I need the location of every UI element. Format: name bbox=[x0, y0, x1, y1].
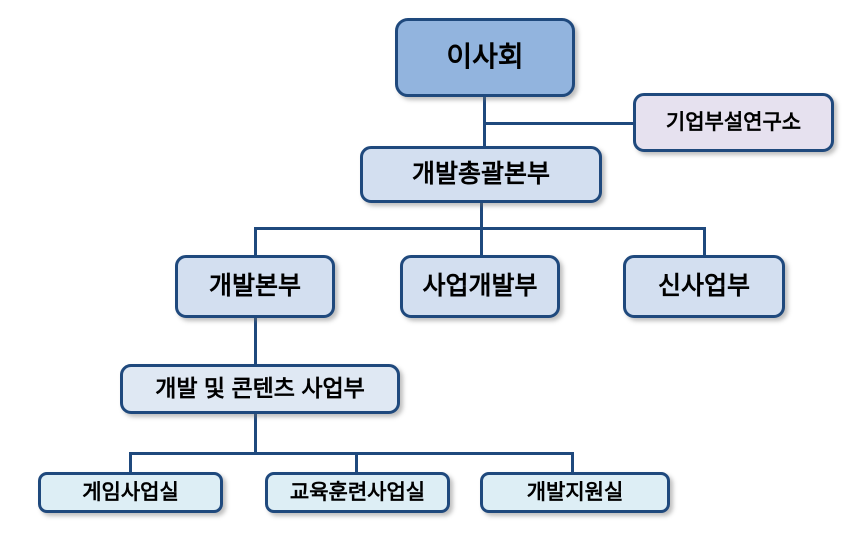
node-business-dev-dept: 사업개발부 bbox=[400, 255, 560, 318]
connector-drop-newbiz bbox=[703, 227, 706, 255]
connector-drop-edu bbox=[355, 452, 358, 472]
node-dev-support-office: 개발지원실 bbox=[480, 472, 670, 513]
connector-drop-devhq bbox=[254, 227, 257, 255]
node-game-business-office: 게임사업실 bbox=[38, 472, 223, 513]
node-dev-content-division: 개발 및 콘텐츠 사업부 bbox=[120, 364, 400, 414]
connector-devcontent-down bbox=[254, 414, 257, 455]
connector-branch-to-research bbox=[484, 122, 633, 125]
connector-row3-horizontal bbox=[129, 452, 574, 455]
connector-devhq-to-devcontent bbox=[254, 318, 257, 364]
node-dev-general-hq: 개발총괄본부 bbox=[360, 146, 602, 203]
connector-drop-game bbox=[129, 452, 132, 472]
connector-drop-devsupport bbox=[571, 452, 574, 472]
node-dev-hq: 개발본부 bbox=[175, 255, 335, 318]
node-new-business-dept: 신사업부 bbox=[623, 255, 785, 318]
node-research-institute: 기업부설연구소 bbox=[633, 93, 834, 152]
connector-board-to-devgeneral bbox=[483, 97, 486, 146]
node-edu-training-office: 교육훈련사업실 bbox=[265, 472, 450, 513]
node-board-of-directors: 이사회 bbox=[395, 18, 575, 97]
connector-devgeneral-down bbox=[480, 203, 483, 230]
connector-drop-bizdev bbox=[480, 227, 483, 255]
